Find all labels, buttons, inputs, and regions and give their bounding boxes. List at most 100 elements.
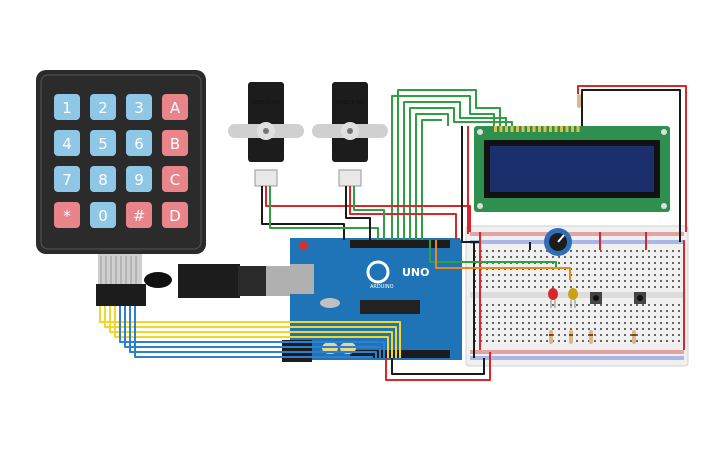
breadboard-hole	[510, 310, 512, 312]
servo-label: SM-S2309S	[336, 98, 364, 104]
breadboard-hole	[618, 262, 620, 264]
lcd-pin	[543, 126, 547, 132]
breadboard-hole	[654, 256, 656, 258]
breadboard-hole	[624, 334, 626, 336]
breadboard-hole	[600, 340, 602, 342]
breadboard-hole	[540, 256, 542, 258]
breadboard-hole	[528, 280, 530, 282]
breadboard-hole	[510, 274, 512, 276]
breadboard-hole	[546, 256, 548, 258]
breadboard-hole	[546, 280, 548, 282]
breadboard-hole	[564, 328, 566, 330]
resistor-band	[632, 334, 636, 336]
keypad-connector	[96, 284, 146, 306]
breadboard-hole	[576, 274, 578, 276]
keypad-wire	[104, 306, 397, 358]
breadboard-hole	[606, 286, 608, 288]
breadboard-hole	[522, 340, 524, 342]
power-rail-red	[470, 232, 684, 236]
keypad-wire	[114, 306, 389, 358]
breadboard-hole	[624, 250, 626, 252]
lcd-power-wire	[577, 85, 687, 232]
breadboard-hole	[636, 256, 638, 258]
breadboard-hole	[648, 340, 650, 342]
breadboard-hole	[492, 322, 494, 324]
breadboard-hole	[528, 286, 530, 288]
breadboard-hole	[486, 256, 488, 258]
breadboard-hole	[642, 340, 644, 342]
breadboard-hole	[618, 286, 620, 288]
power-rail-blue	[470, 240, 684, 244]
breadboard-hole	[546, 334, 548, 336]
breadboard-hole	[564, 304, 566, 306]
led-lens	[568, 288, 578, 300]
breadboard-hole	[558, 262, 560, 264]
breadboard-hole	[552, 256, 554, 258]
keypad-key: 4	[54, 130, 80, 156]
breadboard-hole	[678, 316, 680, 318]
breadboard-hole	[540, 334, 542, 336]
breadboard-hole	[624, 286, 626, 288]
breadboard-hole	[582, 310, 584, 312]
breadboard-hole	[522, 310, 524, 312]
breadboard-hole	[600, 256, 602, 258]
keypad-key: 6	[126, 130, 152, 156]
breadboard-hole	[510, 250, 512, 252]
breadboard-hole	[642, 256, 644, 258]
breadboard-hole	[666, 316, 668, 318]
usb-plug-metal	[266, 266, 290, 296]
breadboard-hole	[528, 274, 530, 276]
breadboard-hole	[612, 262, 614, 264]
breadboard-hole	[648, 268, 650, 270]
resistor	[569, 330, 573, 344]
breadboard-hole	[552, 274, 554, 276]
breadboard-hole	[648, 256, 650, 258]
keypad-key-cap	[90, 166, 116, 192]
lcd-module	[474, 126, 670, 212]
breadboard-hole	[630, 256, 632, 258]
breadboard-hole	[534, 304, 536, 306]
led-wire	[429, 240, 557, 268]
breadboard-hole	[630, 310, 632, 312]
breadboard-hole	[666, 274, 668, 276]
breadboard-hole	[606, 328, 608, 330]
breadboard-hole	[612, 274, 614, 276]
breadboard-hole	[510, 256, 512, 258]
power-rail-blue	[470, 356, 684, 360]
breadboard-hole	[552, 310, 554, 312]
breadboard-hole	[576, 310, 578, 312]
breadboard-hole	[486, 340, 488, 342]
lcd-pin	[554, 126, 558, 132]
lcd-mount-hole	[477, 129, 483, 135]
breadboard-hole	[678, 334, 680, 336]
breadboard-hole	[504, 334, 506, 336]
breadboard-hole	[600, 310, 602, 312]
breadboard-hole	[588, 250, 590, 252]
breadboard-hole	[504, 250, 506, 252]
breadboard-hole	[594, 316, 596, 318]
keypad-key-cap	[90, 94, 116, 120]
lcd-pin	[499, 126, 503, 132]
breadboard-hole	[642, 280, 644, 282]
breadboard-hole	[486, 316, 488, 318]
ribbon-cable	[98, 254, 142, 284]
breadboard-hole	[492, 304, 494, 306]
breadboard-hole	[672, 262, 674, 264]
breadboard-hole	[510, 322, 512, 324]
breadboard-hole	[552, 304, 554, 306]
servo-right: SM-S2309S	[312, 82, 388, 187]
breadboard-hole	[678, 262, 680, 264]
breadboard-hole	[618, 322, 620, 324]
breadboard-hole	[522, 328, 524, 330]
keypad-key: C	[162, 166, 188, 192]
keypad-wire	[119, 306, 385, 358]
breadboard-hole	[552, 316, 554, 318]
usb-cable-end	[144, 272, 172, 288]
breadboard-hole	[666, 334, 668, 336]
breadboard-hole	[636, 268, 638, 270]
keypad-key-label: A	[170, 99, 181, 117]
breadboard-hole	[510, 316, 512, 318]
breadboard-hole	[576, 340, 578, 342]
lcd-screen	[490, 146, 654, 192]
breadboard-hole	[654, 334, 656, 336]
